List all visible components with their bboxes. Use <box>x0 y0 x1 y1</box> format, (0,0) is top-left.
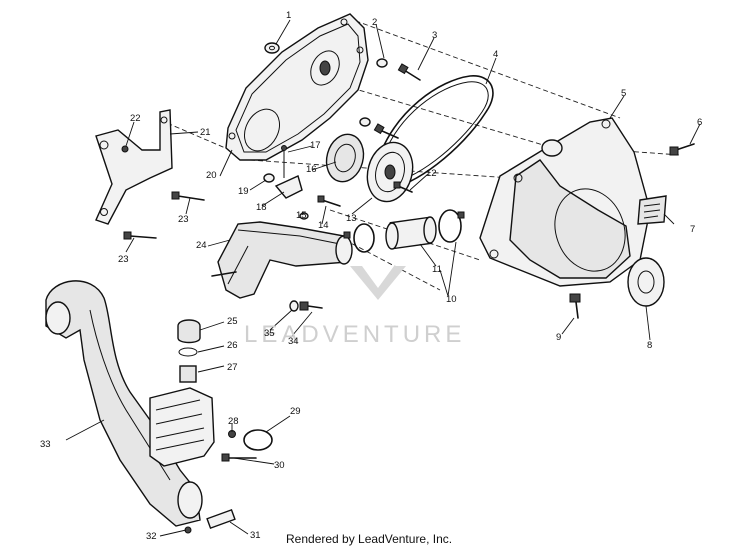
callout-2: 2 <box>372 17 377 28</box>
callout-14: 14 <box>318 220 329 231</box>
callout-5: 5 <box>621 88 626 99</box>
callout-1: 1 <box>286 10 291 21</box>
cover-screw-part <box>569 293 581 319</box>
small-hardware <box>263 145 413 220</box>
gasket-ring-part <box>627 257 665 307</box>
callout-29: 29 <box>290 406 301 417</box>
callout-4: 4 <box>493 49 498 60</box>
callout-13: 13 <box>346 213 357 224</box>
callout-35: 35 <box>264 328 275 339</box>
callout-12: 12 <box>426 168 437 179</box>
outer-clutch-cover-part <box>479 117 651 287</box>
callout-31: 31 <box>250 530 261 541</box>
callout-30: 30 <box>274 460 285 471</box>
callout-15: 15 <box>296 210 307 221</box>
callout-6: 6 <box>697 117 702 128</box>
callout-27: 27 <box>227 362 238 373</box>
callout-28: 28 <box>228 416 239 427</box>
cover-bolt-part <box>669 143 695 156</box>
watermark-text: LEADVENTURE <box>244 321 465 348</box>
callout-21: 21 <box>200 127 211 138</box>
leader-lines <box>65 19 701 537</box>
mounting-bracket-part <box>95 109 205 240</box>
callout-10: 10 <box>446 294 457 305</box>
watermark: LEADVENTURE <box>244 266 465 348</box>
callout-7: 7 <box>690 224 695 235</box>
callout-33: 33 <box>40 439 51 450</box>
callout-20: 20 <box>206 170 217 181</box>
silencer-box-part <box>149 319 215 467</box>
callout-26: 26 <box>227 340 238 351</box>
callout-16: 16 <box>306 164 317 175</box>
callout-17: 17 <box>310 140 321 151</box>
callout-11: 11 <box>432 264 442 275</box>
callout-25: 25 <box>227 316 238 327</box>
callout-34: 34 <box>288 336 299 347</box>
callout-18: 18 <box>256 202 267 213</box>
callout-19: 19 <box>238 186 249 197</box>
callout-22: 22 <box>130 113 141 124</box>
decal-part <box>637 195 667 225</box>
washer-part <box>264 42 280 54</box>
bolt-washer-pair <box>289 300 323 312</box>
intake-duct-part <box>211 221 353 299</box>
credit-text: Rendered by LeadVenture, Inc. <box>286 532 452 546</box>
callout-labels: 1 2 3 4 5 6 7 8 9 10 11 12 13 14 15 16 1… <box>40 10 702 542</box>
bearing-plate-part <box>366 141 414 203</box>
callout-23b: 23 <box>118 254 129 265</box>
callout-3: 3 <box>432 30 437 41</box>
coupler-clamps-part <box>343 209 465 253</box>
callout-24: 24 <box>196 240 207 251</box>
bolt-set-upper <box>359 58 421 139</box>
inner-cover-part <box>225 13 369 161</box>
callout-32: 32 <box>146 531 157 542</box>
callout-23a: 23 <box>178 214 189 225</box>
seal-part <box>325 133 365 183</box>
callout-8: 8 <box>647 340 652 351</box>
lower-hardware <box>184 429 273 534</box>
callout-9: 9 <box>556 332 561 343</box>
